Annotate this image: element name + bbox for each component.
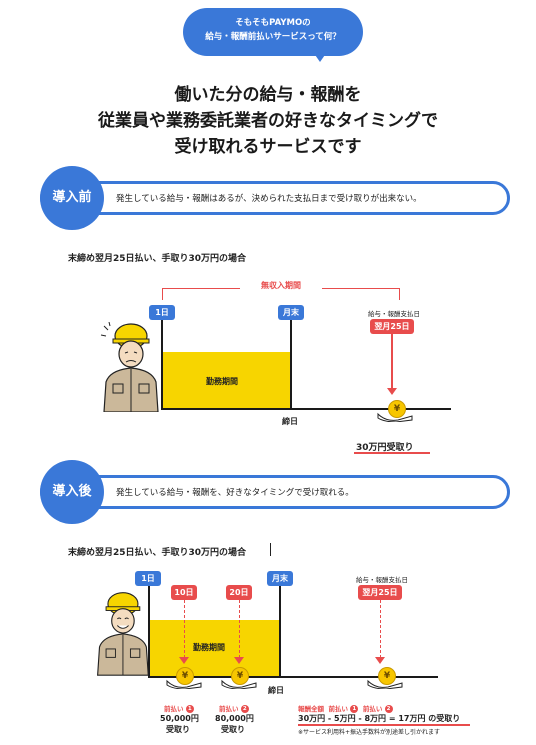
prepay2-number-badge: 2 bbox=[240, 705, 249, 713]
before-day1-tag: 1日 bbox=[149, 305, 175, 320]
after-baseline bbox=[148, 676, 438, 678]
before-payday-arrow-line bbox=[391, 334, 393, 389]
formula-equation: 30万円 - 5万円 - 8万円 = 17万円 の受取り bbox=[298, 714, 461, 723]
after-day20-tag: 20日 bbox=[226, 585, 252, 600]
before-work-period bbox=[163, 352, 290, 408]
prepay2-received: 受取り bbox=[221, 725, 245, 734]
after-payday-hand-icon bbox=[367, 679, 403, 689]
bubble-line-1: そもそもPAYMOの bbox=[235, 18, 311, 28]
prepay2-yen-coin-icon: ¥ bbox=[231, 667, 249, 685]
prepay1-number-badge: 1 bbox=[185, 705, 194, 713]
prepay2-label: 前払い bbox=[219, 705, 239, 713]
after-payday-yen-coin-icon: ¥ bbox=[378, 667, 396, 685]
intro-speech-bubble: そもそもPAYMOの 給与・報酬前払いサービスって何？ bbox=[183, 8, 363, 56]
after-description-bar bbox=[40, 475, 510, 509]
prepay1-received: 受取り bbox=[166, 725, 190, 734]
after-work-period bbox=[150, 620, 279, 676]
after-day10-tag: 10日 bbox=[171, 585, 197, 600]
after-badge: 導入後 bbox=[40, 460, 104, 524]
formula-total-label: 報酬全額 bbox=[298, 705, 324, 713]
formula-minus1-label: 前払い bbox=[328, 705, 349, 713]
after-payday-tag: 翌月25日 bbox=[358, 585, 402, 600]
prepay2-hand-icon bbox=[221, 679, 257, 689]
before-start-line bbox=[161, 320, 163, 410]
before-month-end-tag: 月末 bbox=[278, 305, 304, 320]
headline-line-2: 従業員や業務委託業者の好きなタイミングで bbox=[98, 111, 438, 131]
prepay2-arrowhead bbox=[234, 657, 244, 664]
after-cutoff-label: 締日 bbox=[268, 686, 284, 695]
before-description: 発生している給与・報酬はあるが、決められた支払日まで受け取りが出来ない。 bbox=[116, 194, 422, 204]
after-end-line bbox=[279, 586, 281, 678]
formula-labels: 報酬全額 前払い 1 前払い 2 bbox=[298, 703, 393, 713]
prepay1-arrow-line bbox=[184, 600, 185, 658]
no-income-label: 無収入期間 bbox=[240, 280, 322, 291]
after-payday-caption: 給与・報酬支払日 bbox=[356, 576, 408, 584]
prepay1-amount: 50,000円 bbox=[160, 714, 199, 723]
before-payday-caption: 給与・報酬支払日 bbox=[368, 310, 420, 318]
prepay1-hand-icon bbox=[166, 679, 202, 689]
bubble-line-2: 給与・報酬前払いサービスって何？ bbox=[205, 32, 341, 42]
after-day1-tag: 1日 bbox=[135, 571, 161, 586]
after-month-end-tag: 月末 bbox=[267, 571, 293, 586]
before-cutoff-label: 締日 bbox=[282, 417, 298, 426]
formula-minus1-badge: 1 bbox=[350, 705, 359, 713]
prepay1-caption: 前払い 1 bbox=[164, 703, 194, 713]
before-payday-tag: 翌月25日 bbox=[370, 319, 414, 334]
after-payday-arrow-line bbox=[380, 600, 381, 658]
after-payday-arrowhead bbox=[375, 657, 385, 664]
before-payday-arrowhead bbox=[387, 388, 397, 395]
formula-minus2-label: 前払い bbox=[362, 705, 383, 713]
prepay1-label: 前払い bbox=[164, 705, 184, 713]
before-work-label: 勤務期間 bbox=[206, 377, 238, 386]
after-work-label: 勤務期間 bbox=[193, 643, 225, 652]
formula-minus2-badge: 2 bbox=[384, 705, 393, 713]
before-yen-coin-icon: ¥ bbox=[388, 400, 406, 418]
before-received-amount: 30万円受取り bbox=[356, 443, 414, 453]
before-end-line bbox=[290, 320, 292, 410]
prepay2-amount: 80,000円 bbox=[215, 714, 254, 723]
before-case-title: 末締め翌月25日払い、手取り30万円の場合 bbox=[68, 254, 247, 264]
worker-happy-icon bbox=[97, 592, 149, 676]
prepay2-arrow-line bbox=[239, 600, 240, 658]
headline-line-1: 働いた分の給与・報酬を bbox=[174, 85, 362, 105]
worker-sad-icon bbox=[100, 322, 159, 412]
after-start-line bbox=[148, 586, 150, 678]
prepay2-caption: 前払い 2 bbox=[219, 703, 249, 713]
prepay1-arrowhead bbox=[179, 657, 189, 664]
formula-underline bbox=[298, 724, 470, 726]
after-case-title: 末締め翌月25日払い、手取り30万円の場合 bbox=[68, 548, 247, 558]
before-description-bar bbox=[40, 181, 510, 215]
text-cursor bbox=[270, 543, 271, 556]
prepay1-yen-coin-icon: ¥ bbox=[176, 667, 194, 685]
before-hand-icon bbox=[377, 412, 413, 422]
bubble-tail bbox=[313, 52, 327, 62]
formula-note: ※サービス利用料+振込手数料が別途差し引かれます bbox=[298, 729, 441, 736]
after-description: 発生している給与・報酬を、好きなタイミングで受け取れる。 bbox=[116, 488, 354, 498]
before-received-underline bbox=[354, 452, 430, 454]
headline-line-3: 受け取れるサービスです bbox=[174, 137, 362, 157]
before-badge: 導入前 bbox=[40, 166, 104, 230]
before-baseline bbox=[161, 408, 451, 410]
